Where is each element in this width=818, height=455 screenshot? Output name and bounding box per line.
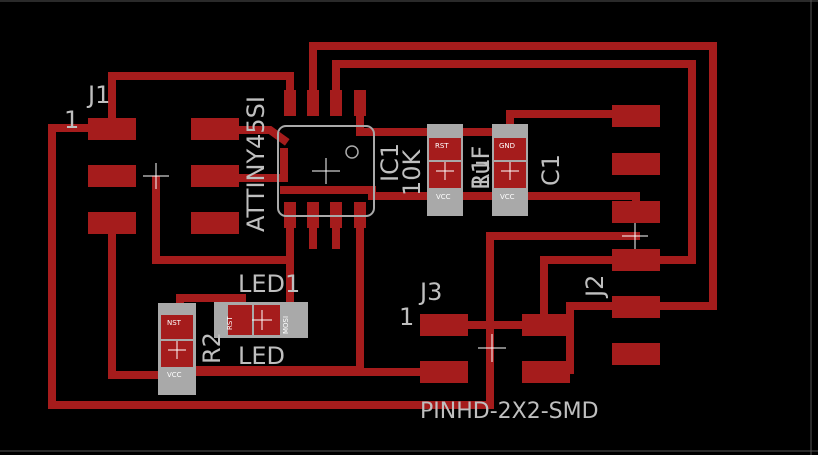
- j1-pad-1: [88, 118, 136, 140]
- j1-pad-5: [191, 165, 239, 187]
- ic1-outline: [277, 125, 375, 217]
- r2-pad-top: [161, 315, 193, 339]
- trace-j3-right: [440, 256, 640, 329]
- c1-pin-bottom-label: VCC: [500, 193, 515, 201]
- j3-label: J3: [418, 278, 442, 306]
- ic1-pin1-marker: [345, 145, 359, 159]
- j2-pad-2: [612, 153, 660, 175]
- c1-pin-top-label: GND: [499, 142, 515, 150]
- r1-pin-top-label: RST: [435, 142, 449, 150]
- j3-pads: [420, 314, 570, 383]
- trace-r1-to-c1-top: [436, 110, 640, 136]
- j1-pad-6: [191, 212, 239, 234]
- j1-label: J1: [86, 81, 110, 109]
- origin-markers: [143, 158, 648, 362]
- trace-j1-pin3-left: [108, 220, 174, 379]
- j3-pad-2: [420, 361, 468, 383]
- silkscreen-labels: J1 1 ATTINY45SI IC1 10K R1 1uF C1 J2 J3 …: [64, 81, 609, 424]
- j3-pad-1: [420, 314, 468, 336]
- j3-pad-3: [522, 314, 570, 336]
- traces: [48, 42, 717, 409]
- j2-pad-1: [612, 105, 660, 127]
- r2-pin-top-label: NST: [167, 319, 182, 327]
- trace-j1-to-ic-top: [108, 72, 294, 132]
- j3-pin1-label: 1: [399, 303, 414, 331]
- c1-value-label: 1uF: [467, 146, 495, 190]
- j3-pad-4: [522, 361, 570, 383]
- attiny-label: ATTINY45SI: [242, 96, 270, 232]
- ic1-label: IC1: [376, 143, 404, 182]
- ic1-footprint: [277, 90, 375, 228]
- pinhd-label: PINHD-2X2-SMD: [420, 399, 599, 424]
- trace-loop-outer-top: [309, 42, 717, 310]
- j1-pad-2: [88, 165, 136, 187]
- j1-pads: [88, 118, 239, 234]
- trace-ic-bottom-left: [152, 176, 294, 264]
- r1-value-label: 10K: [398, 148, 426, 196]
- ic1-pin-6: [330, 90, 342, 116]
- c1-pad-top: [494, 138, 526, 160]
- led1-footprint: RST MOSI: [214, 302, 308, 338]
- r1-pin-bottom-label: VCC: [436, 193, 451, 201]
- j2-pads: [612, 105, 660, 365]
- j2-pad-6: [612, 343, 660, 365]
- ic1-pin-5: [354, 90, 366, 116]
- trace-j1-pin1-perimeter: [48, 124, 640, 409]
- led1-pin-left-label: RST: [226, 316, 234, 330]
- trace-loop-inner-top: [332, 60, 696, 264]
- r1-label: R1: [467, 158, 495, 190]
- c1-footprint: GND VCC: [492, 124, 528, 216]
- ic1-pin-8: [284, 90, 296, 116]
- ic1-pin-7: [307, 90, 319, 116]
- j2-label: J2: [581, 275, 609, 299]
- trace-ic-left-mid: [236, 126, 290, 146]
- j2-pad-4: [612, 249, 660, 271]
- j1-pin1-label: 1: [64, 106, 79, 134]
- j2-pad-5: [612, 296, 660, 318]
- c1-label: C1: [537, 154, 565, 186]
- r1-pad-top: [429, 138, 461, 160]
- led1-pin-right-label: MOSI: [282, 316, 290, 334]
- r2-pin-bottom-label: VCC: [167, 371, 182, 379]
- r2-label: R2: [198, 332, 226, 364]
- j2-pad-3: [612, 201, 660, 223]
- led1-pad-left: [228, 305, 252, 335]
- led-label: LED: [238, 342, 285, 370]
- j1-pad-4: [191, 118, 239, 140]
- j1-pad-3: [88, 212, 136, 234]
- led1-label: LED1: [238, 270, 300, 298]
